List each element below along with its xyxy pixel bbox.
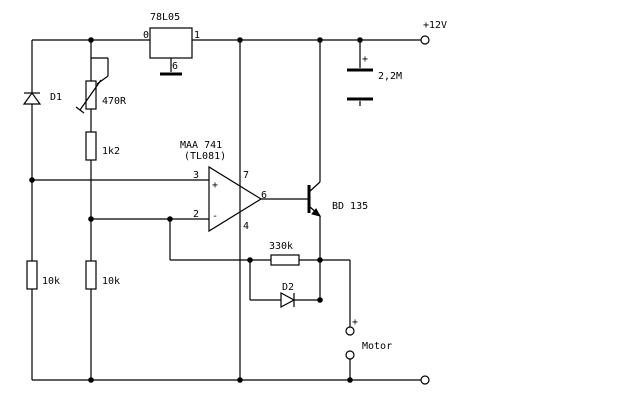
resistor-330k-label: 330k bbox=[269, 241, 293, 252]
supply-label: +12V bbox=[423, 20, 447, 31]
regulator-pin-gnd: 6 bbox=[172, 61, 178, 72]
capacitor-plus: + bbox=[362, 54, 368, 65]
transistor-bd135 bbox=[307, 181, 322, 217]
opamp-pin6: 6 bbox=[261, 190, 267, 201]
resistor-10k-left bbox=[26, 260, 38, 290]
resistor-10k-left-label: 10k bbox=[42, 276, 60, 287]
resistor-10k-mid-label: 10k bbox=[102, 276, 120, 287]
transistor-label: BD 135 bbox=[332, 201, 368, 212]
capacitor-value: 2,2M bbox=[378, 71, 402, 82]
potentiometer-470r bbox=[75, 79, 102, 114]
regulator-pin-in: 0 bbox=[143, 30, 149, 41]
opamp-pin7: 7 bbox=[243, 170, 249, 181]
opamp-triangle bbox=[208, 165, 263, 233]
regulator-pin-out: 1 bbox=[194, 30, 200, 41]
diode-d2 bbox=[280, 291, 296, 309]
opamp-alt: (TL081) bbox=[184, 151, 226, 162]
opamp-pin4: 4 bbox=[243, 221, 249, 232]
resistor-1k2-label: 1k2 bbox=[102, 146, 120, 157]
resistor-1k2 bbox=[85, 131, 97, 161]
opamp-in-minus: - bbox=[212, 211, 218, 222]
resistor-10k-mid bbox=[85, 260, 97, 290]
opamp-pin3: 3 bbox=[193, 170, 199, 181]
ground-terminal[interactable] bbox=[420, 375, 430, 385]
motor-terminal-plus[interactable] bbox=[345, 326, 355, 336]
opamp-name: MAA 741 bbox=[180, 140, 222, 151]
opamp-pin2: 2 bbox=[193, 209, 199, 220]
junction-dots bbox=[29, 37, 363, 383]
motor-terminal-minus[interactable] bbox=[345, 350, 355, 360]
regulator-label: 78L05 bbox=[150, 12, 180, 23]
resistor-330k bbox=[270, 254, 300, 266]
motor-label: Motor bbox=[362, 341, 392, 352]
regulator-78l05 bbox=[149, 27, 193, 76]
diode-d1 bbox=[22, 91, 42, 105]
supply-terminal[interactable] bbox=[420, 35, 430, 45]
capacitor bbox=[347, 40, 373, 106]
motor-plus-label: + bbox=[352, 317, 358, 328]
diode-d2-label: D2 bbox=[282, 282, 294, 293]
diode-d1-label: D1 bbox=[50, 92, 62, 103]
opamp-in-plus: + bbox=[212, 180, 218, 191]
potentiometer-label: 470R bbox=[102, 96, 127, 107]
